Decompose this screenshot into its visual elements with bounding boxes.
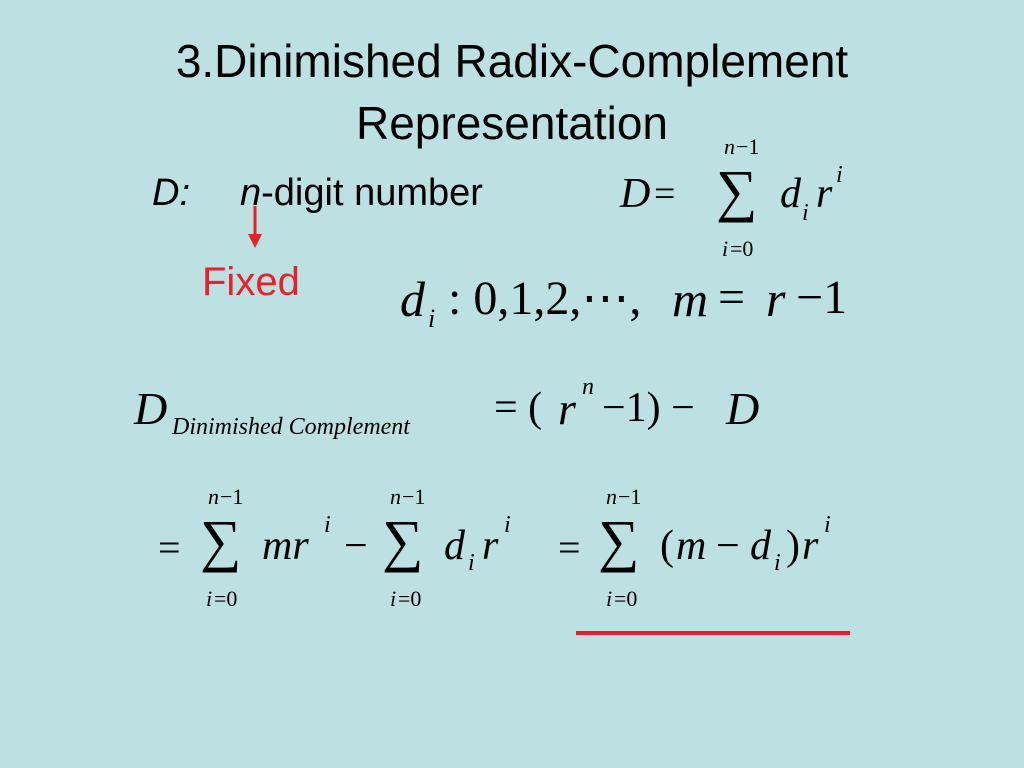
d-label: D: <box>152 172 190 214</box>
n-digit-suffix: -digit number <box>261 172 483 214</box>
red-underline <box>576 631 850 635</box>
formula-diminished-complement: D Dinimished Complement = ( r n −1) − D <box>134 374 760 440</box>
n-variable: n <box>240 172 262 214</box>
formula-d-definition: D = n −1 ∑ i =0 d i r i <box>620 134 843 261</box>
formula-expansion: = n −1 ∑ i =0 mr i − n −1 ∑ i =0 d i r i… <box>158 484 831 611</box>
slide-title-line2: Representation <box>356 97 668 149</box>
fixed-label: Fixed <box>202 260 300 304</box>
formula-digit-range: d i : 0,1,2,⋯, m = r −1 <box>400 271 848 333</box>
slide-title-line1: 3.Dinimished Radix-Complement <box>175 35 849 87</box>
subscript-label: Dinimished Complement <box>172 414 410 440</box>
fixed-arrow-icon <box>248 206 262 248</box>
n-digit-description: n-digit number <box>240 172 483 215</box>
